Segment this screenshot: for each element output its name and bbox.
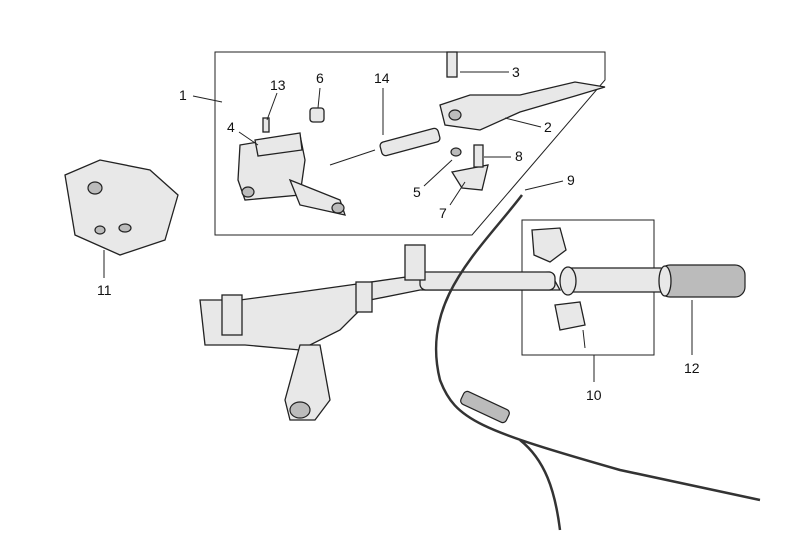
callout-2: 2 [544,119,552,135]
cable-branch [519,439,562,531]
callout-6: 6 [316,70,324,86]
callout-8: 8 [515,148,523,164]
callout-10: 10 [586,387,602,403]
callout-3: 3 [512,64,520,80]
grip [564,264,746,298]
callout-5: 5 [413,184,421,200]
callout-1: 1 [179,87,187,103]
throttle-cable [434,194,761,502]
callout-9: 9 [567,172,575,188]
handlebar [199,244,562,421]
switch-housing [531,227,586,349]
callout-7: 7 [439,205,447,221]
leader-lines [103,71,693,382]
callout-13: 13 [270,77,286,93]
reservoir-cover [64,159,179,256]
brake-lever [439,81,606,131]
master-cylinder [237,132,346,216]
callout-14: 14 [374,70,390,86]
piston-kit [329,127,441,166]
callout-11: 11 [97,282,112,298]
callout-12: 12 [684,360,700,376]
callout-4: 4 [227,119,235,135]
group-box-master-cylinder [214,51,606,236]
